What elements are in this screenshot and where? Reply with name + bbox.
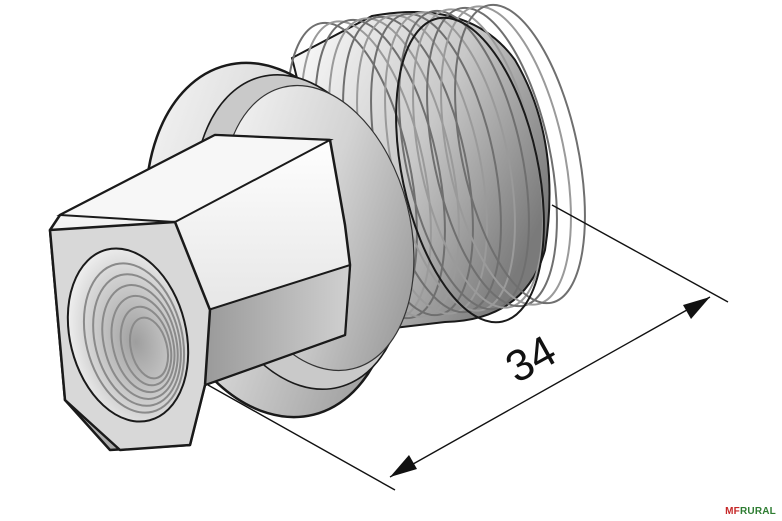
arrowhead-bottom	[390, 455, 417, 477]
thread-ridge	[440, 5, 572, 306]
bore-thread-ring	[101, 284, 179, 400]
bore-thread-ring	[119, 305, 173, 387]
extension-line-bottom	[207, 384, 396, 491]
thread-ridge	[398, 9, 530, 311]
watermark-part-b: RURAL	[740, 506, 776, 517]
bore-thread-ring	[92, 273, 182, 407]
bore-thread-ring	[110, 294, 176, 394]
thread-ridge	[454, 3, 586, 305]
dimension-line	[389, 296, 711, 478]
front-face	[48, 220, 212, 452]
bore-thread-ring	[82, 262, 186, 414]
thread-end-face	[395, 16, 545, 324]
extension-line-top	[551, 204, 729, 303]
bore-thread-rings	[82, 262, 186, 414]
arrowhead-top	[683, 297, 710, 319]
dimension-label: 34	[498, 326, 565, 393]
watermark-part-a: MF	[725, 506, 740, 517]
bore-thread-ring	[128, 316, 170, 380]
watermark: MFRURAL	[725, 506, 776, 517]
